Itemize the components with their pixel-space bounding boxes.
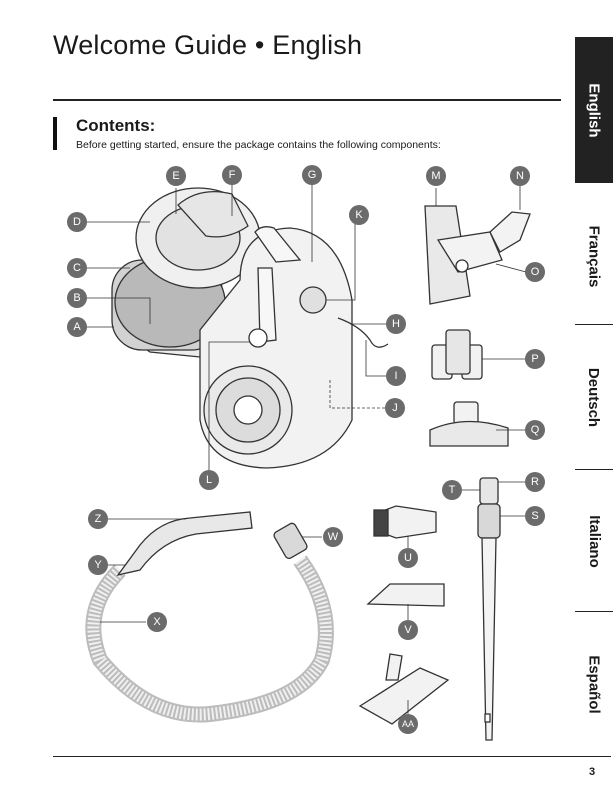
callout-d: D — [67, 212, 87, 232]
callout-j: J — [385, 398, 405, 418]
svg-text:V: V — [404, 624, 412, 636]
svg-text:K: K — [355, 209, 363, 221]
callout-u: U — [398, 548, 418, 568]
hard-floor-brush-drawing — [360, 654, 448, 724]
svg-text:W: W — [328, 531, 339, 543]
callout-a: A — [67, 317, 87, 337]
crevice-tool-drawing — [368, 584, 444, 606]
svg-text:Z: Z — [95, 513, 102, 525]
svg-text:E: E — [172, 170, 179, 182]
svg-text:A: A — [73, 321, 81, 333]
svg-text:X: X — [153, 616, 161, 628]
svg-text:O: O — [531, 266, 540, 278]
callout-q: Q — [525, 420, 545, 440]
svg-text:P: P — [531, 353, 538, 365]
callout-b: B — [67, 288, 87, 308]
callout-o: O — [525, 262, 545, 282]
callout-k: K — [349, 205, 369, 225]
svg-text:N: N — [516, 170, 524, 182]
callout-f: F — [222, 165, 242, 185]
svg-text:M: M — [431, 170, 440, 182]
svg-text:AA: AA — [402, 719, 414, 729]
svg-text:T: T — [449, 484, 456, 496]
svg-text:R: R — [531, 476, 539, 488]
svg-text:C: C — [73, 262, 81, 274]
callout-y: Y — [88, 555, 108, 575]
upholstery-tool-drawing — [430, 402, 508, 446]
footer-rule — [53, 756, 611, 757]
svg-text:Q: Q — [531, 424, 540, 436]
svg-text:H: H — [392, 318, 400, 330]
callout-z: Z — [88, 509, 108, 529]
callout-p: P — [525, 349, 545, 369]
callout-h: H — [386, 314, 406, 334]
callout-r: R — [525, 472, 545, 492]
callout-t: T — [442, 480, 462, 500]
svg-text:D: D — [73, 216, 81, 228]
callout-e: E — [166, 166, 186, 186]
svg-text:B: B — [73, 292, 80, 304]
callout-n: N — [510, 166, 530, 186]
svg-text:G: G — [308, 169, 317, 181]
callout-l: L — [199, 470, 219, 490]
svg-text:J: J — [392, 402, 398, 414]
callout-v: V — [398, 620, 418, 640]
callout-w: W — [323, 527, 343, 547]
hose-drawing — [93, 512, 326, 715]
callout-m: M — [426, 166, 446, 186]
svg-text:L: L — [206, 474, 212, 486]
callout-i: I — [386, 366, 406, 386]
vacuum-body-drawing — [112, 188, 388, 468]
floor-brush-drawing — [425, 206, 530, 304]
callout-s: S — [525, 506, 545, 526]
dusting-brush-drawing — [374, 506, 436, 538]
adapter-drawing — [432, 330, 482, 379]
callout-aa: AA — [398, 714, 418, 734]
svg-text:I: I — [394, 370, 397, 382]
page-number: 3 — [589, 766, 595, 778]
svg-text:F: F — [229, 169, 236, 181]
svg-text:Y: Y — [94, 559, 102, 571]
extension-wand-drawing — [478, 478, 500, 740]
callout-x: X — [147, 612, 167, 632]
svg-text:S: S — [531, 510, 538, 522]
callout-g: G — [302, 165, 322, 185]
callout-c: C — [67, 258, 87, 278]
svg-text:U: U — [404, 552, 412, 564]
